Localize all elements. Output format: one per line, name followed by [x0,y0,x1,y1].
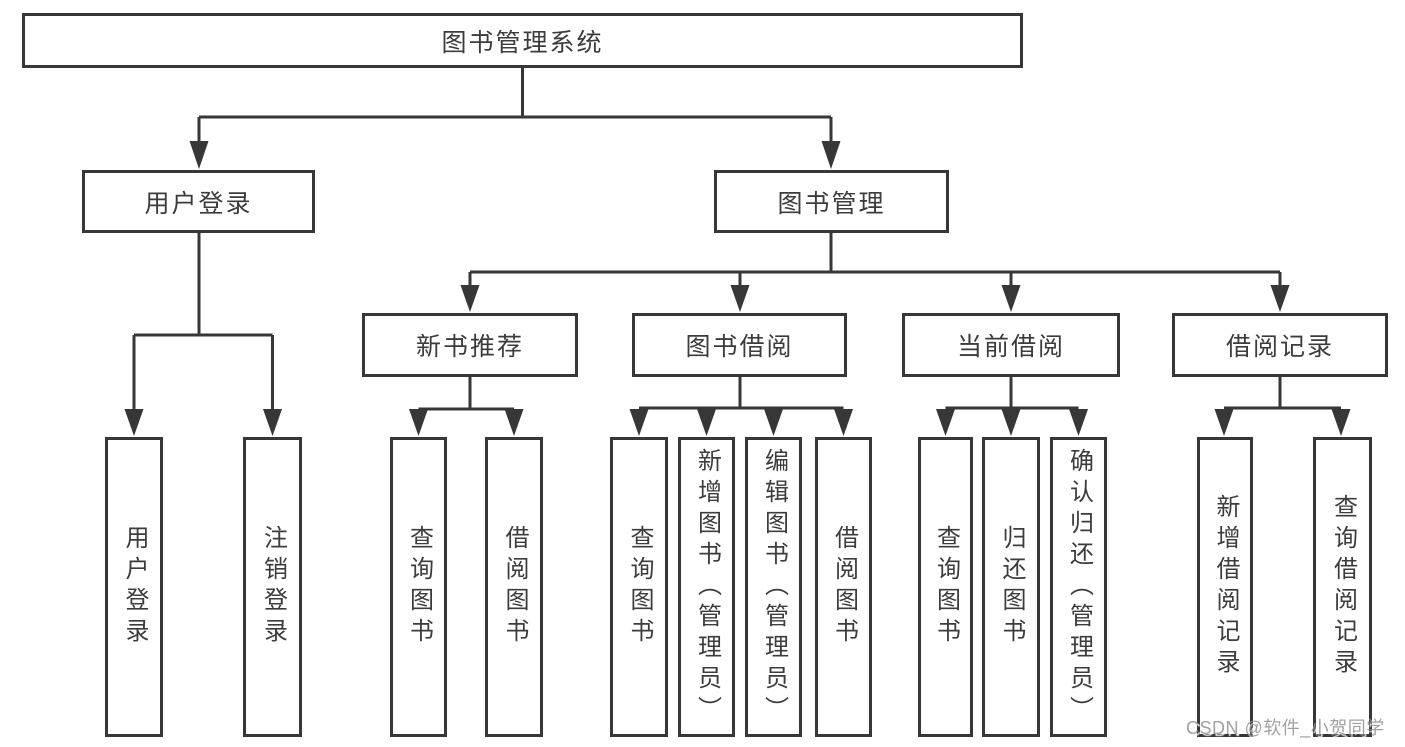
arrowhead [1331,409,1351,436]
arrowhead [189,141,209,169]
node-label: 借阅图书 [501,525,528,649]
leaf-query-books-borrowing: 查询图书 [610,437,668,737]
arrowhead [460,285,480,312]
leaf-query-books-current: 查询图书 [918,437,973,737]
arrowhead [124,409,144,436]
leaf-logout: 注销登录 [243,437,302,737]
node-label: 归还图书 [998,525,1025,649]
leaf-query-borrow-record: 查询借阅记录 [1313,437,1372,737]
connector-recommend-branch [418,375,514,411]
node-label: 图书管理系统 [441,28,604,57]
node-label: 注销登录 [259,525,287,649]
leaf-borrow-books-recommend: 借阅图书 [485,437,543,737]
node-label: 图书借阅 [685,333,794,361]
arrowhead [936,409,955,436]
arrowhead [1270,285,1290,312]
node-borrow-records: 借阅记录 [1172,313,1388,377]
node-label: 新增借阅记录 [1212,494,1239,680]
leaf-confirm-return-admin: 确认归还（管理员） [1050,437,1107,737]
arrowhead [834,409,853,436]
arrowhead [730,285,750,312]
leaf-query-books-recommend: 查询图书 [390,437,447,737]
arrowhead [697,409,716,436]
arrowhead [409,409,428,436]
node-label: 新书推荐 [415,333,524,361]
arrowhead [263,409,282,436]
arrowhead [629,409,649,436]
node-label: 查询图书 [932,525,960,649]
node-root: 图书管理系统 [22,13,1023,68]
leaf-return-book: 归还图书 [982,437,1040,737]
connector-lines [132,66,1341,411]
node-book-management: 图书管理 [714,170,949,233]
arrowhead [1214,409,1234,436]
node-new-book-recommend: 新书推荐 [362,313,578,377]
arrowhead [1001,285,1021,312]
node-label: 用户登录 [144,189,253,218]
node-label: 当前借阅 [956,333,1065,361]
connector-borrowing-branch [639,375,844,410]
connector-root-branch [197,66,833,144]
connector-login-branch [132,231,274,411]
node-user-login: 用户登录 [82,170,315,233]
connector-current-branch [945,375,1079,410]
leaf-borrow-books: 借阅图书 [815,437,872,737]
connector-records-branch [1224,375,1341,410]
arrowhead [1069,409,1088,436]
leaf-user-login: 用户登录 [105,437,163,737]
arrowhead [821,141,841,169]
arrowhead [504,409,524,436]
node-label: 查询图书 [405,525,433,649]
arrowheads [124,141,1351,436]
node-label: 借阅图书 [830,525,858,649]
node-label: 用户登录 [121,525,148,649]
node-label: 查询图书 [626,525,653,649]
leaf-add-borrow-record: 新增借阅记录 [1197,437,1253,737]
connector-mgmt-branch [468,231,1282,287]
node-label: 确认归还（管理员） [1065,447,1093,727]
node-label: 编辑图书（管理员） [760,447,788,727]
node-book-borrowing: 图书借阅 [632,313,847,377]
node-label: 查询借阅记录 [1329,494,1357,680]
arrowhead [1001,409,1021,436]
leaf-edit-book-admin: 编辑图书（管理员） [745,437,802,737]
csdn-watermark: CSDN @软件_小贺同学 [1186,718,1385,738]
node-label: 借阅记录 [1225,333,1334,361]
leaf-add-book-admin: 新增图书（管理员） [678,437,735,737]
node-label: 图书管理 [777,189,886,218]
node-label: 新增图书（管理员） [693,447,721,727]
node-current-borrowing: 当前借阅 [902,313,1120,377]
arrowhead [764,409,783,436]
